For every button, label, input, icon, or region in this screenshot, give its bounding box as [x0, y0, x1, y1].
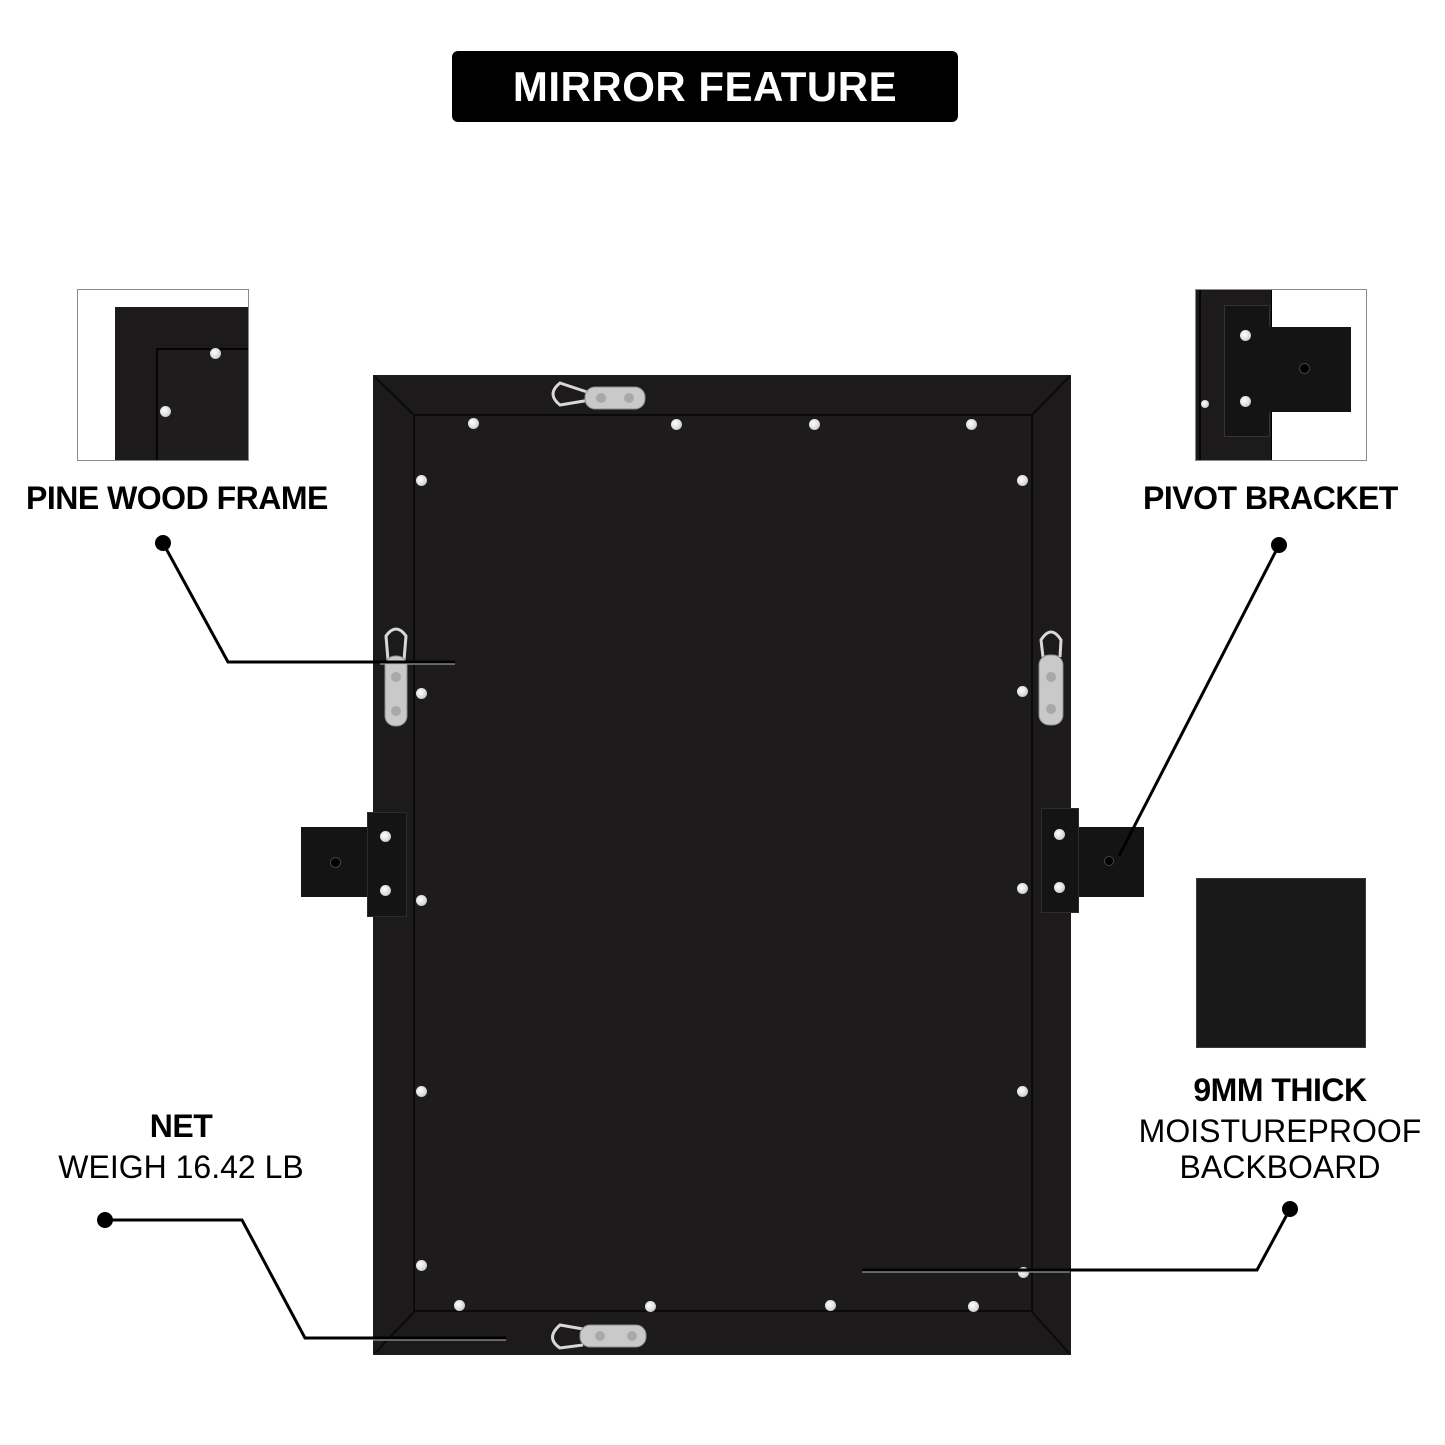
- bracket-thumb-plate: [1224, 305, 1270, 437]
- screw-icon: [416, 895, 427, 906]
- screw-icon: [671, 419, 682, 430]
- screw-icon: [454, 1300, 465, 1311]
- label-backboard-line1: MOISTUREPROOF: [1138, 1113, 1422, 1149]
- screw-icon: [825, 1300, 836, 1311]
- screw-icon: [380, 885, 391, 896]
- screw-icon: [968, 1301, 979, 1312]
- leader-dot-frame: [155, 535, 171, 551]
- screw-icon: [1017, 883, 1028, 894]
- label-net-weight: NET WEIGH 16.42 LB: [0, 1108, 362, 1186]
- pivot-hole-icon: [1104, 856, 1114, 866]
- label-net-value: WEIGH 16.42 LB: [58, 1149, 304, 1185]
- screw-icon: [380, 831, 391, 842]
- right-pivot-bracket-plate: [1041, 808, 1079, 913]
- label-pine-wood-frame: PINE WOOD FRAME: [26, 480, 328, 516]
- screw-icon: [1017, 1086, 1028, 1097]
- screw-icon: [160, 406, 171, 417]
- screw-icon: [210, 348, 221, 359]
- screw-icon: [416, 475, 427, 486]
- screw-icon: [1017, 475, 1028, 486]
- screw-icon: [416, 1086, 427, 1097]
- left-pivot-bracket-plate: [367, 812, 407, 917]
- screw-icon: [1054, 829, 1065, 840]
- screw-icon: [1017, 686, 1028, 697]
- screw-icon: [1240, 330, 1251, 341]
- label-net-title: NET: [149, 1108, 213, 1144]
- leader-dot-backboard: [1282, 1201, 1298, 1217]
- pivot-bracket-thumbnail: [1195, 289, 1367, 461]
- screw-icon: [1018, 1267, 1029, 1278]
- backboard-swatch: [1196, 878, 1366, 1048]
- title-badge: MIRROR FEATURE: [452, 51, 958, 122]
- mirror-backboard: [413, 414, 1033, 1312]
- screw-icon: [1240, 396, 1251, 407]
- screw-icon: [1201, 400, 1209, 408]
- screw-icon: [1054, 882, 1065, 893]
- frame-corner-thumbnail: [77, 289, 249, 461]
- label-backboard: 9MM THICK MOISTUREPROOF BACKBOARD: [1100, 1072, 1445, 1185]
- pivot-hole-icon: [1299, 363, 1310, 374]
- pivot-hole-icon: [330, 857, 341, 868]
- leader-line-bracket: [1117, 544, 1281, 857]
- screw-icon: [645, 1301, 656, 1312]
- frame-corner-backboard: [156, 348, 248, 460]
- bracket-thumb-arm: [1269, 327, 1351, 412]
- screw-icon: [966, 419, 977, 430]
- screw-icon: [809, 419, 820, 430]
- leader-dot-bracket: [1271, 537, 1287, 553]
- leader-dot-weight: [97, 1212, 113, 1228]
- screw-icon: [468, 418, 479, 429]
- screw-icon: [416, 688, 427, 699]
- bracket-thumb-edge: [1199, 290, 1201, 460]
- page-title: MIRROR FEATURE: [512, 62, 898, 110]
- label-backboard-line2: BACKBOARD: [1179, 1149, 1381, 1185]
- label-pivot-bracket: PIVOT BRACKET: [1143, 480, 1398, 516]
- screw-icon: [416, 1260, 427, 1271]
- label-backboard-title: 9MM THICK: [1193, 1072, 1367, 1108]
